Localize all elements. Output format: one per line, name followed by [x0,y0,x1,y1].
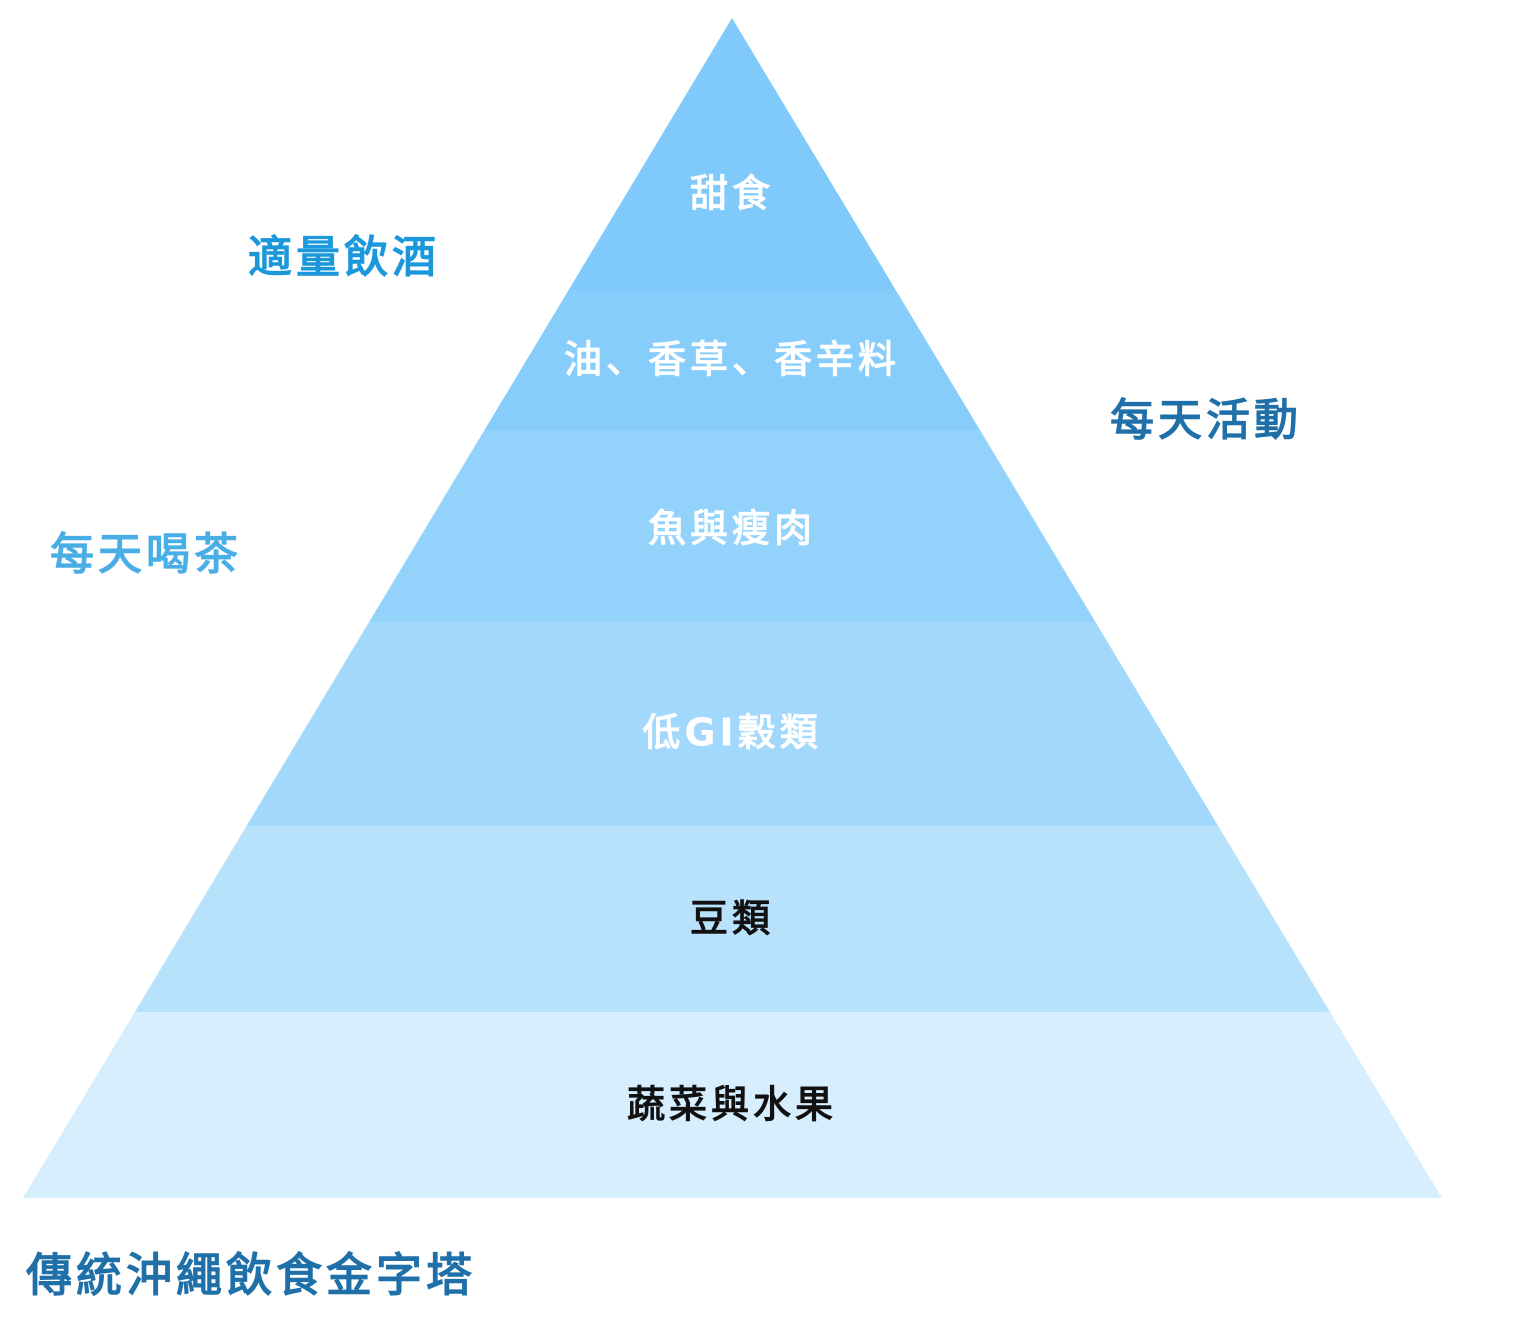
page-title: 傳統沖繩飲食金字塔 [26,1248,476,1302]
daily-tea-label: 每天喝茶 [50,529,242,580]
pyramid-tier-6 [23,1012,1442,1198]
pyramid-tier-2 [484,290,980,430]
moderate-alcohol-label: 適量飲酒 [248,232,440,283]
daily-activity-label: 每天活動 [1110,395,1302,446]
pyramid-tier-label-5: 豆類 [690,897,774,941]
pyramid-tier-4 [246,622,1219,826]
pyramid-tier-label-1: 甜食 [690,172,774,216]
pyramid-tier-label-6: 蔬菜與水果 [627,1083,837,1127]
pyramid-tier-1 [568,18,896,290]
pyramid-tier-3 [369,430,1096,622]
pyramid-tier-label-4: 低GI穀類 [642,711,821,755]
pyramid-tier-label-2: 油、香草、香辛料 [564,338,900,382]
pyramid-tier-5 [134,826,1331,1012]
pyramid-tier-label-3: 魚與瘦肉 [648,507,816,551]
